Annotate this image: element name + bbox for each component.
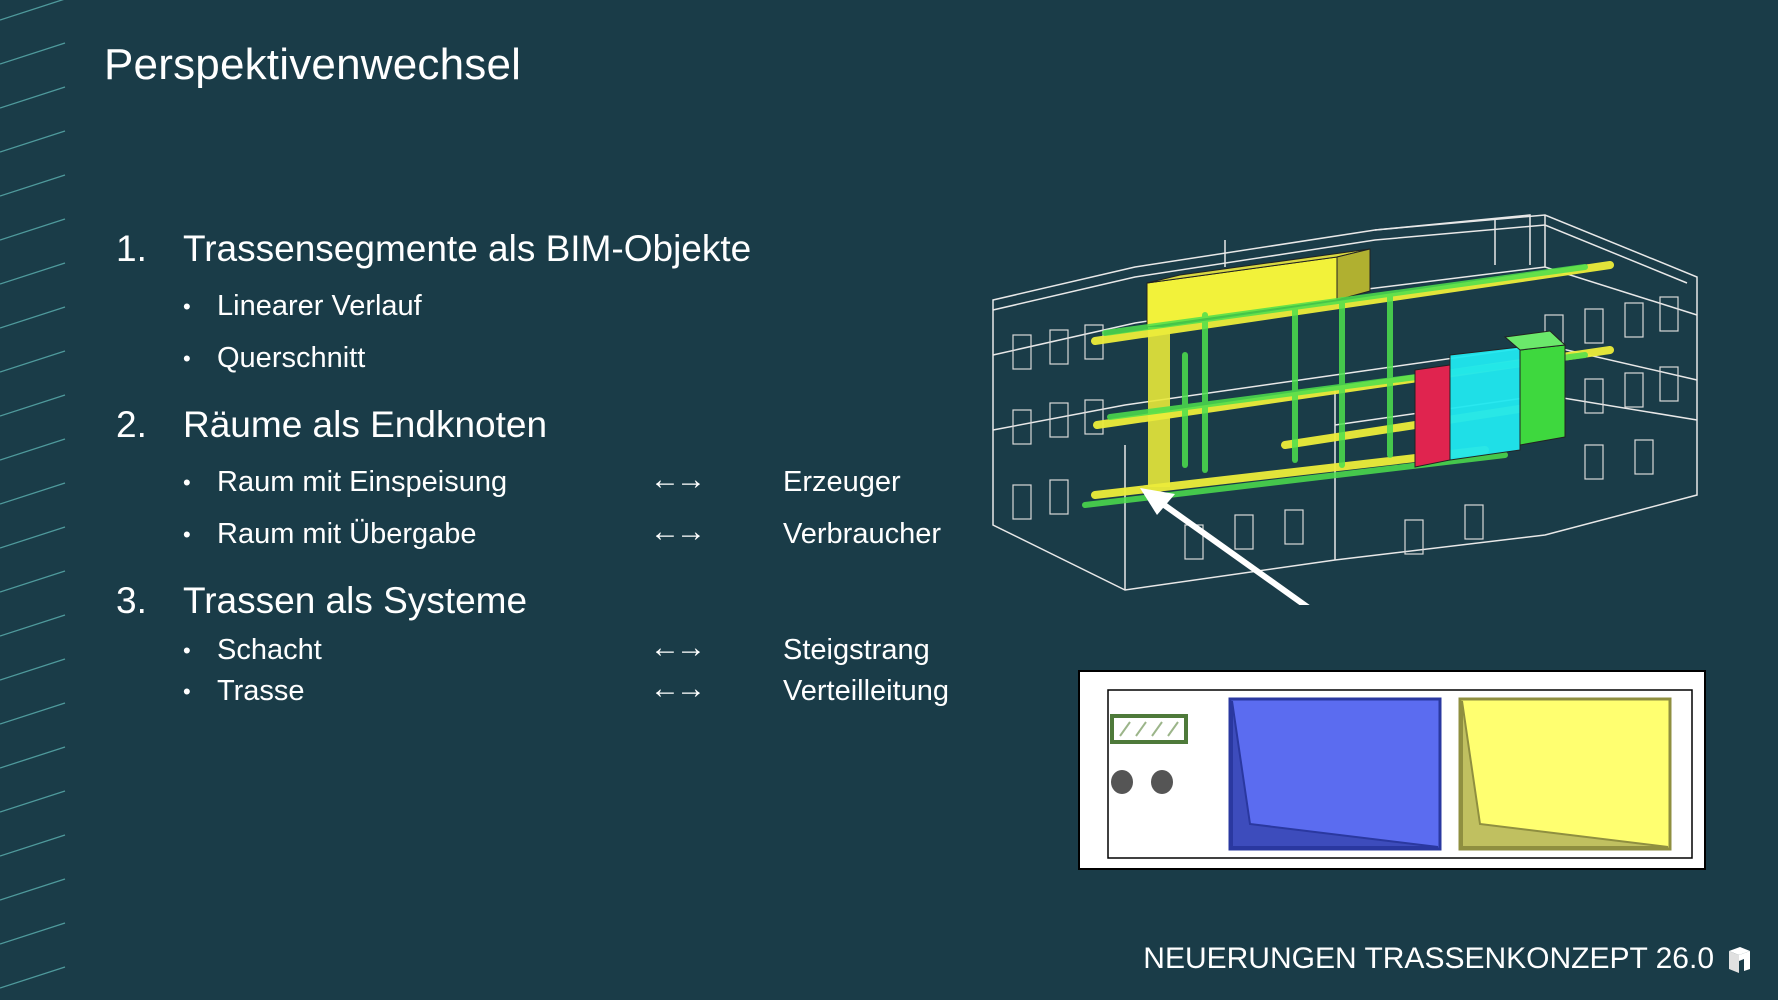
stripe-line (0, 614, 66, 637)
stripe-line (0, 218, 66, 241)
stripe-line (0, 966, 66, 989)
bullet-dot: • (183, 522, 191, 547)
stripe-line (0, 878, 66, 901)
window (1584, 308, 1604, 344)
stripe-line (0, 130, 66, 153)
list-item: Trasse (217, 675, 305, 707)
list-number: 2. (116, 404, 147, 445)
list-number: 3. (116, 580, 147, 621)
list-number: 1. (116, 228, 147, 269)
stripe-line (0, 42, 66, 65)
stripe-line (0, 746, 66, 769)
bullet-dot: • (183, 470, 191, 495)
bullet-dot: • (183, 638, 191, 663)
bidirectional-arrow-icon: ←→ (650, 515, 706, 548)
stripe-line (0, 482, 66, 505)
window (1624, 302, 1644, 338)
list-item: Linearer Verlauf (217, 290, 422, 322)
window (1012, 334, 1032, 370)
building-3d-wireframe-icon (992, 214, 1698, 605)
stripe-line (0, 922, 66, 945)
mapped-term: Verbraucher (783, 518, 941, 550)
footer-title: NEUERUNGEN TRASSENKONZEPT 26.0 (1143, 942, 1714, 975)
mapped-term: Verteilleitung (783, 675, 950, 707)
list-heading: Räume als Endknoten (183, 404, 548, 445)
window (1464, 504, 1484, 540)
mapped-term: Steigstrang (783, 634, 930, 666)
window (1624, 372, 1644, 408)
window (1049, 402, 1069, 438)
window (1659, 366, 1679, 402)
window (1234, 514, 1254, 550)
stripe-line (0, 438, 66, 461)
window (1584, 444, 1604, 480)
window (1049, 479, 1069, 515)
window (1084, 399, 1104, 435)
bidirectional-arrow-icon: ←→ (650, 463, 706, 496)
stripe-line (0, 262, 66, 285)
bidirectional-arrow-icon: ←→ (650, 672, 706, 705)
bullet-dot: • (183, 346, 191, 371)
list-item: Schacht (217, 634, 322, 666)
window (1634, 439, 1654, 475)
stripe-line (0, 702, 66, 725)
list-item: Querschnitt (217, 342, 366, 374)
bidirectional-arrow-icon: ←→ (650, 631, 706, 664)
stripe-line (0, 394, 66, 417)
arrow-pointer-icon (1140, 488, 1310, 605)
list-heading: Trassen als Systeme (183, 580, 528, 621)
bullet-dot: • (183, 294, 191, 319)
list-item: Raum mit Einspeisung (217, 466, 508, 498)
company-logo-icon (1729, 947, 1750, 973)
stripe-line (0, 174, 66, 197)
cross-section-figure (1078, 670, 1706, 870)
stripe-line (0, 834, 66, 857)
list-item: Raum mit Übergabe (217, 518, 477, 550)
slide-title: Perspektivenwechsel (104, 40, 522, 89)
window (1404, 519, 1424, 555)
decorative-stripes (0, 0, 66, 989)
stripe-line (0, 526, 66, 549)
list-heading: Trassensegmente als BIM-Objekte (183, 228, 752, 269)
window (1284, 509, 1304, 545)
stripe-line (0, 350, 66, 373)
cross-section-icon (1107, 689, 1693, 859)
mapped-term: Erzeuger (783, 466, 901, 498)
window (1012, 484, 1032, 520)
window (1584, 378, 1604, 414)
stripe-line (0, 570, 66, 593)
stripe-line (0, 658, 66, 681)
window (1012, 409, 1032, 445)
stripe-line (0, 790, 66, 813)
stripe-line (0, 0, 65, 21)
window (1049, 329, 1069, 365)
window (1659, 296, 1679, 332)
stripe-line (0, 306, 66, 329)
bullet-dot: • (183, 679, 191, 704)
stripe-line (0, 86, 66, 109)
